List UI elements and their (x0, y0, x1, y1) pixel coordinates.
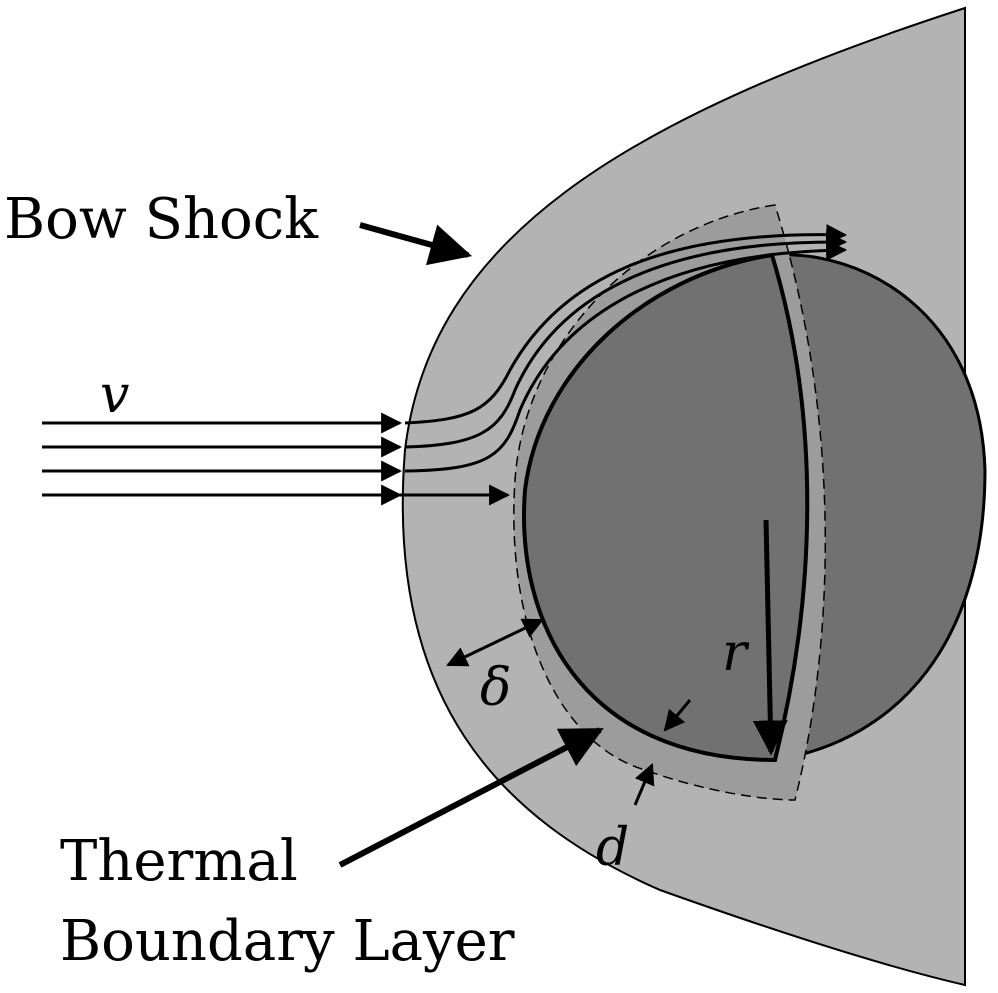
flow-lines (42, 223, 848, 506)
thermal-label-line2: Boundary Layer (60, 909, 515, 974)
streamline-2 (404, 231, 848, 449)
thermal-layer-pointer (338, 727, 604, 868)
radius-arrow (752, 519, 788, 756)
streamline-1 (404, 223, 848, 425)
d-arrow-outer (633, 763, 655, 806)
streamline-3 (404, 239, 848, 473)
sphere-back (773, 253, 987, 762)
velocity-label: v (100, 365, 129, 425)
bow-shock-pointer (359, 222, 473, 266)
d-arrow-inner (663, 699, 692, 732)
sphere-front (522, 252, 810, 763)
radius-label: r (722, 623, 750, 683)
bow-shock-label: Bow Shock (4, 187, 319, 252)
delta-label: δ (480, 658, 511, 718)
thermal-label-line1: Thermal (60, 829, 298, 894)
d-label: d (596, 818, 629, 878)
delta-arrow (446, 618, 544, 667)
